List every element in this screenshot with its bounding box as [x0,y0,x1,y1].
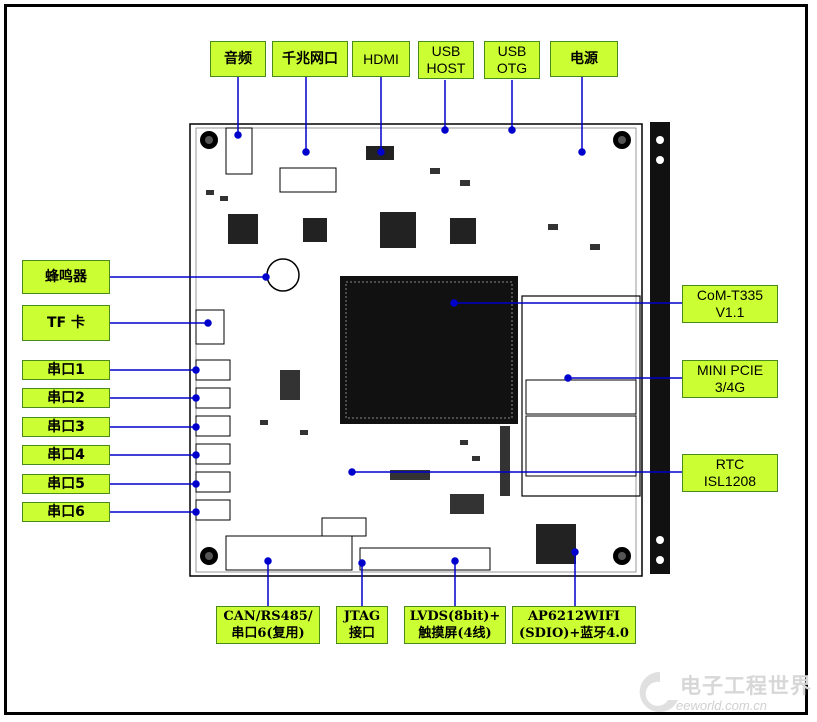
jtag-header [321,517,367,537]
diagram-frame [4,4,808,715]
watermark-logo [639,671,678,712]
lvds-connector [359,547,491,571]
label-uart4: 串口4 [22,445,110,465]
wifi-chip [536,524,576,564]
label-com-t335: CoM-T335 V1.1 [682,285,778,323]
label-power: 电源 [550,41,618,77]
label-jtag: JTAG 接口 [336,606,388,644]
watermark-text: 电子工程世界 [680,674,812,698]
mounting-rail [650,122,670,574]
mounting-holes [200,131,631,565]
main-soc [340,276,518,424]
pcb-outline [189,123,643,577]
label-uart3: 串口3 [22,417,110,437]
can-connector [225,535,353,571]
label-mini-pcie: MINI PCIE 3/4G [682,360,778,398]
label-buzzer: 蜂鸣器 [22,260,110,294]
label-usb-otg: USB OTG [484,41,540,79]
label-wifi: AP6212WIFI (SDIO)+蓝牙4.0 [512,606,636,644]
label-hdmi: HDMI [352,41,410,77]
pcb-inner-outline [195,127,637,573]
label-usb-host: USB HOST [418,41,474,79]
mini-pcie-slot [521,295,641,497]
label-tf-card: TF 卡 [22,305,110,341]
label-uart1: 串口1 [22,360,110,380]
label-uart5: 串口5 [22,474,110,494]
pointer-lines [110,76,682,606]
label-gigabit-ethernet: 千兆网口 [272,41,348,77]
label-uart6: 串口6 [22,502,110,522]
label-audio: 音频 [210,41,266,77]
label-rtc: RTC ISL1208 [682,454,778,492]
label-can-rs485: CAN/RS485/ 串口6(复用) [216,606,320,644]
label-lvds: LVDS(8bit)+ 触摸屏(4线) [404,606,506,644]
watermark-url: eeworld.com.cn [676,698,768,713]
tf-slot [195,309,225,345]
label-uart2: 串口2 [22,388,110,408]
buzzer-part [266,258,300,292]
